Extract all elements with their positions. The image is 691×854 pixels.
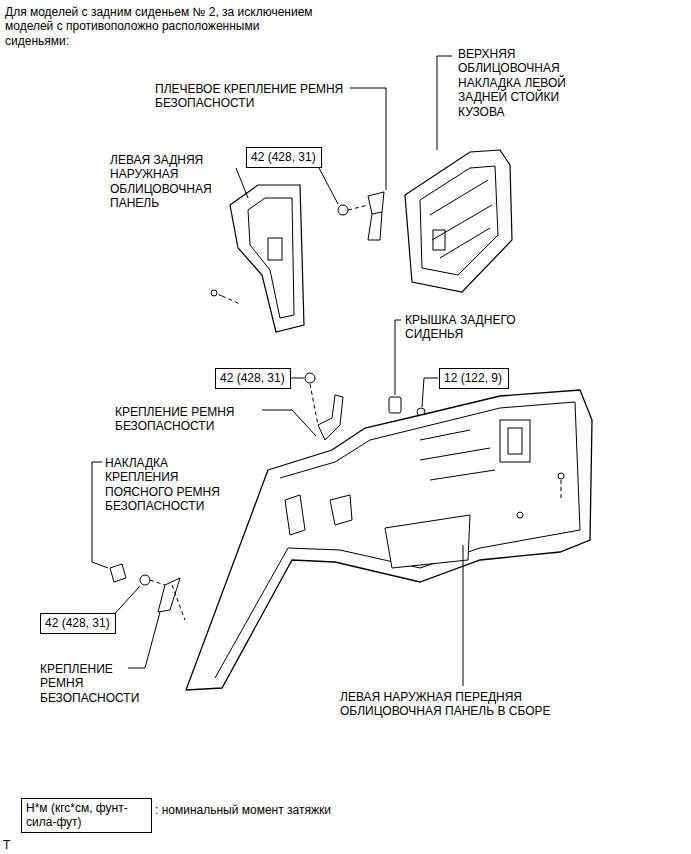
figure-mark: T [3,838,23,852]
part-label: : номинальный момент затяжки [155,803,395,817]
torque-value: 12 (122, 9) [444,371,504,385]
torque-box: 42 (428, 31) [246,147,322,168]
part-label: НАКЛАДКА КРЕПЛЕНИЯ ПОЯСНОГО РЕМНЯ БЕЗОПА… [105,456,225,514]
part-label: ПЛЕЧЕВОЕ КРЕПЛЕНИЕ РЕМНЯ БЕЗОПАСНОСТИ [155,82,350,111]
part-label: КРЕПЛЕНИЕ РЕМНЯ БЕЗОПАСНОСТИ [40,662,140,705]
part-label: КРЕПЛЕНИЕ РЕМНЯ БЕЗОПАСНОСТИ [115,405,260,434]
torque-value: 42 (428, 31) [45,616,111,630]
torque-box: 12 (122, 9) [439,368,509,389]
part-label: ВЕРХНЯЯ ОБЛИЦОВОЧНАЯ НАКЛАДКА ЛЕВОЙ ЗАДН… [458,47,578,119]
torque-value: 42 (428, 31) [251,150,317,164]
torque-value: 42 (428, 31) [220,371,286,385]
note-text: Для моделей с задним сиденьем № 2, за ис… [5,5,325,48]
legend-text: Н*м (кгс*см, фунт-сила-фут) [26,801,146,830]
legend-box: Н*м (кгс*см, фунт-сила-фут) [21,798,152,833]
part-label: ЛЕВАЯ ЗАДНЯЯ НАРУЖНАЯ ОБЛИЦОВОЧНАЯ ПАНЕЛ… [110,153,230,211]
torque-box: 42 (428, 31) [215,368,291,389]
torque-box: 42 (428, 31) [40,613,116,634]
part-label: КРЫШКА ЗАДНЕГО СИДЕНЬЯ [405,313,520,342]
part-label: ЛЕВАЯ НАРУЖНАЯ ПЕРЕДНЯЯ ОБЛИЦОВОЧНАЯ ПАН… [340,690,600,719]
